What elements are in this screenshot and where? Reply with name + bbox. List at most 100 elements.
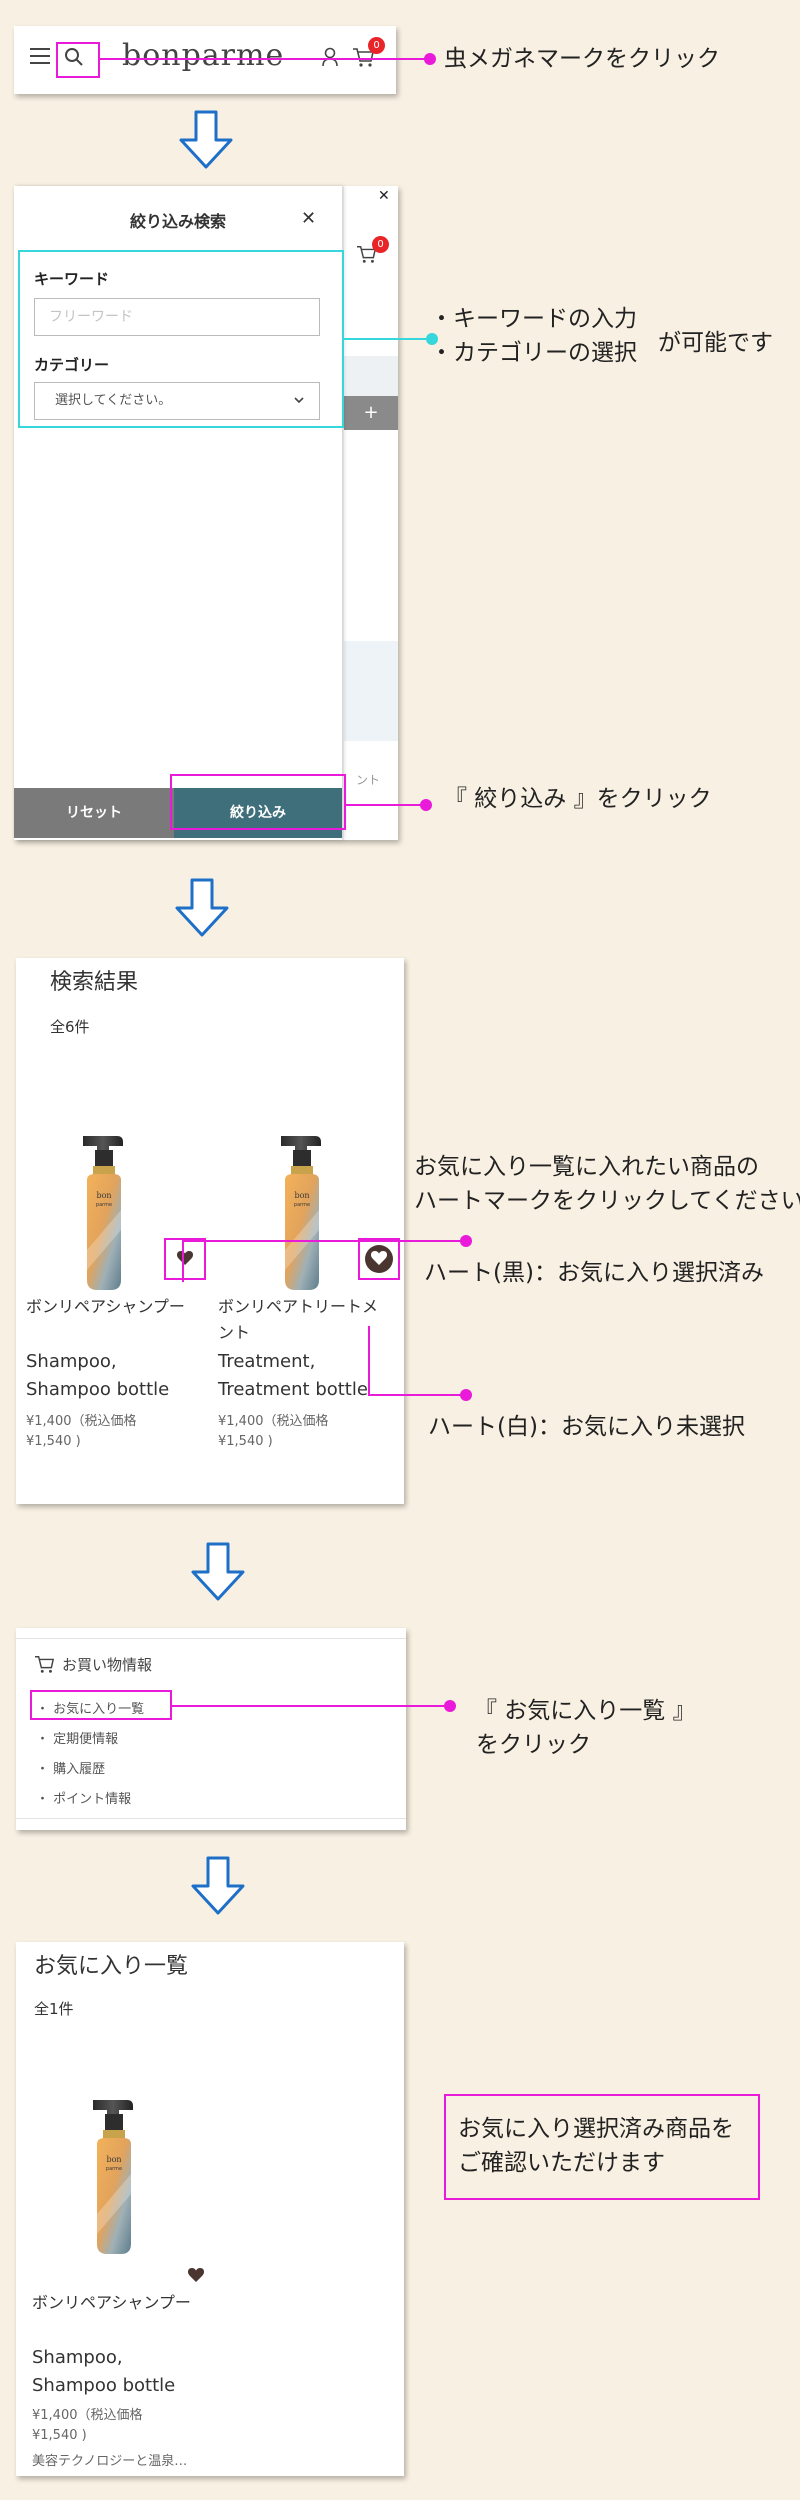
callout-dot — [444, 1700, 456, 1712]
confirm-callout-box — [444, 2094, 760, 2200]
heart-button-highlight — [164, 1238, 206, 1280]
heart-callout-intro: ハートマークをクリックしてください — [414, 1188, 800, 1214]
search-icon-highlight — [56, 42, 100, 78]
product-name-en: Shampoo bottle — [26, 1379, 170, 1400]
heart-callout-intro: お気に入り一覧に入れたい商品の — [414, 1154, 759, 1180]
header-screenshot: bonparme 0 — [14, 26, 396, 94]
favorites-callout: をクリック — [476, 1732, 591, 1758]
product-image[interactable] — [264, 1130, 340, 1294]
form-callout-suffix: が可能です — [658, 330, 773, 356]
close-icon[interactable]: ✕ — [301, 208, 317, 229]
heart-button-highlight — [358, 1238, 400, 1280]
plus-button: + — [344, 396, 398, 430]
cart-icon — [34, 1654, 56, 1678]
menu-item-subscription[interactable]: ・ 定期便情報 — [36, 1732, 119, 1747]
keyword-input[interactable]: フリーワード — [34, 298, 320, 336]
callout-dot — [424, 53, 436, 65]
results-count: 全6件 — [50, 1018, 90, 1036]
brand-logo[interactable]: bonparme — [122, 38, 285, 73]
callout-line — [172, 1705, 450, 1707]
product-card[interactable]: ボンリペアシャンプー Shampoo, Shampoo bottle ¥1,40… — [26, 1130, 206, 1490]
cart-count-badge: 0 — [368, 37, 385, 54]
favorite-heart-icon[interactable] — [188, 2268, 204, 2288]
product-image[interactable] — [76, 2094, 152, 2258]
section-divider — [16, 1818, 406, 1819]
filter-drawer: 絞り込み検索 ✕ キーワード フリーワード カテゴリー 選択してください。 リセ… — [14, 186, 342, 840]
product-name-jp[interactable]: ボンリペアシャンプー — [26, 1297, 185, 1316]
favorite-heart-icon[interactable] — [365, 1245, 393, 1273]
category-select[interactable]: 選択してください。 — [34, 382, 320, 420]
keyword-label: キーワード — [34, 270, 110, 288]
hamburger-menu-icon[interactable] — [30, 48, 50, 64]
section-divider — [16, 1638, 406, 1639]
callout-line — [182, 1240, 184, 1282]
product-price: ¥1,400（税込価格 — [26, 1414, 137, 1429]
results-screenshot: 検索結果 全6件 ボンリペアシャンプー Shampoo, Shampoo bot… — [16, 958, 404, 1504]
product-card[interactable]: ボンリペアシャンプー Shampoo, Shampoo bottle ¥1,40… — [32, 2094, 222, 2474]
background-band — [344, 641, 398, 741]
form-callout-line1: ・キーワードの入力 — [430, 306, 637, 332]
close-icon[interactable]: ✕ — [378, 188, 390, 204]
chevron-down-icon — [293, 383, 305, 434]
callout-line — [368, 1326, 370, 1396]
product-name-jp[interactable]: ボンリペアシャンプー — [32, 2293, 191, 2312]
callout-dot — [420, 799, 432, 811]
mypage-screenshot: お買い物情報 ・ お気に入り一覧 ・ 定期便情報 ・ 購入履歴 ・ ポイント情報 — [16, 1628, 406, 1830]
menu-item-purchase-history[interactable]: ・ 購入履歴 — [36, 1762, 106, 1777]
search-icon[interactable] — [63, 46, 85, 68]
confirm-callout: お気に入り選択済み商品を — [458, 2116, 734, 2142]
favorites-callout: 『 お気に入り一覧 』 — [474, 1698, 696, 1724]
favorites-count: 全1件 — [34, 2000, 74, 2018]
background-text: ント — [356, 773, 381, 787]
background-band — [344, 356, 398, 402]
section-title: お買い物情報 — [62, 1656, 153, 1674]
cart-count-badge: 0 — [372, 236, 389, 253]
product-card[interactable]: ボンリペアトリートメント Treatment, Treatment bottle… — [218, 1130, 400, 1490]
drawer-title: 絞り込み検索 — [129, 212, 226, 231]
favorites-screenshot: お気に入り一覧 全1件 ボンリペアシャンプー Shampoo, Shampoo … — [16, 1942, 404, 2476]
product-image[interactable] — [66, 1130, 142, 1294]
flow-arrow-down-icon — [190, 1542, 246, 1602]
product-name-jp[interactable]: ボンリペアトリートメント — [218, 1297, 379, 1342]
callout-dot — [460, 1235, 472, 1247]
form-callout-line2: ・カテゴリーの選択 — [430, 340, 637, 366]
product-name-en: Treatment bottle — [218, 1379, 368, 1400]
filter-button-highlight — [170, 774, 346, 830]
product-name-en: Shampoo bottle — [32, 2375, 176, 2396]
favorites-item-highlight — [30, 1690, 172, 1720]
product-name-en: Shampoo, — [32, 2347, 123, 2368]
reset-button[interactable]: リセット — [14, 788, 174, 838]
callout-line — [368, 1394, 466, 1396]
callout-dot — [426, 333, 438, 345]
filter-callout: 『 絞り込み 』をクリック — [444, 786, 712, 812]
menu-item-points[interactable]: ・ ポイント情報 — [36, 1792, 132, 1807]
product-price: ¥1,540 ) — [26, 1434, 81, 1449]
callout-line — [344, 338, 432, 340]
product-price: ¥1,540 ) — [32, 2428, 87, 2443]
product-name-en: Shampoo, — [26, 1351, 117, 1372]
background-page: ✕ 0 + ント — [344, 186, 398, 840]
product-price: ¥1,540 ) — [218, 1434, 273, 1449]
menu-item-favorites[interactable]: ・ お気に入り一覧 — [36, 1702, 145, 1717]
search-callout: 虫メガネマークをクリック — [444, 46, 720, 72]
category-select-value: 選択してください。 — [55, 393, 172, 408]
callout-line — [100, 58, 430, 60]
user-icon[interactable] — [320, 46, 340, 68]
callout-line — [346, 804, 426, 806]
search-panel-screenshot: ✕ 0 + ント 絞り込み検索 ✕ キーワード フリーワード カテゴリー 選択し… — [14, 186, 398, 840]
callout-line — [182, 1240, 466, 1242]
favorites-title: お気に入り一覧 — [34, 1954, 189, 1979]
flow-arrow-down-icon — [178, 110, 234, 170]
category-label: カテゴリー — [34, 356, 110, 374]
product-name-en: Treatment, — [218, 1351, 316, 1372]
results-title: 検索結果 — [50, 970, 139, 995]
flow-arrow-down-icon — [174, 878, 230, 938]
flow-arrow-down-icon — [190, 1856, 246, 1916]
form-highlight — [18, 250, 344, 428]
heart-black-callout: ハート(黒)：お気に入り選択済み — [424, 1260, 764, 1286]
product-description: 美容テクノロジーと温泉… — [32, 2454, 188, 2469]
product-price: ¥1,400（税込価格 — [32, 2408, 143, 2423]
heart-white-callout: ハート(白)：お気に入り未選択 — [428, 1414, 745, 1440]
favorite-heart-icon[interactable] — [172, 1246, 198, 1272]
product-price: ¥1,400（税込価格 — [218, 1414, 329, 1429]
